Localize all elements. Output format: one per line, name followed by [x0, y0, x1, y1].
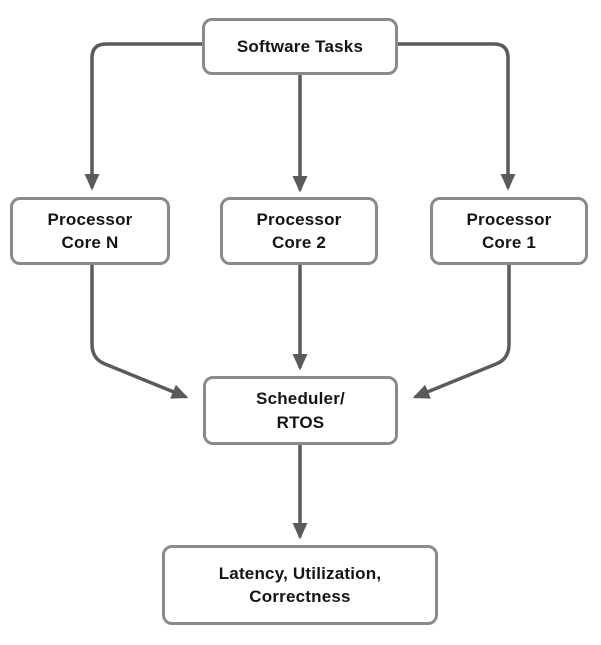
arrow-software-tasks-to-core-1: [398, 42, 516, 191]
node-processor-core-n-label: Processor Core N: [47, 209, 133, 252]
node-processor-core-2-label: Processor Core 2: [256, 209, 342, 252]
node-scheduler-rtos: Scheduler/ RTOS: [203, 376, 398, 445]
node-processor-core-2: Processor Core 2: [220, 197, 378, 265]
arrow-software-tasks-to-core-n: [84, 42, 202, 191]
node-scheduler-rtos-label: Scheduler/ RTOS: [256, 389, 345, 432]
node-metrics: Latency, Utilization, Correctness: [162, 545, 438, 625]
node-processor-core-1: Processor Core 1: [430, 197, 588, 265]
node-processor-core-n: Processor Core N: [10, 197, 170, 265]
node-processor-core-1-label: Processor Core 1: [466, 209, 552, 252]
node-software-tasks-label: Software Tasks: [236, 36, 364, 56]
node-software-tasks: Software Tasks: [202, 18, 398, 75]
node-metrics-label: Latency, Utilization, Correctness: [218, 563, 382, 606]
arrow-core-n-to-scheduler: [90, 265, 189, 399]
arrow-core-1-to-scheduler: [412, 265, 511, 399]
